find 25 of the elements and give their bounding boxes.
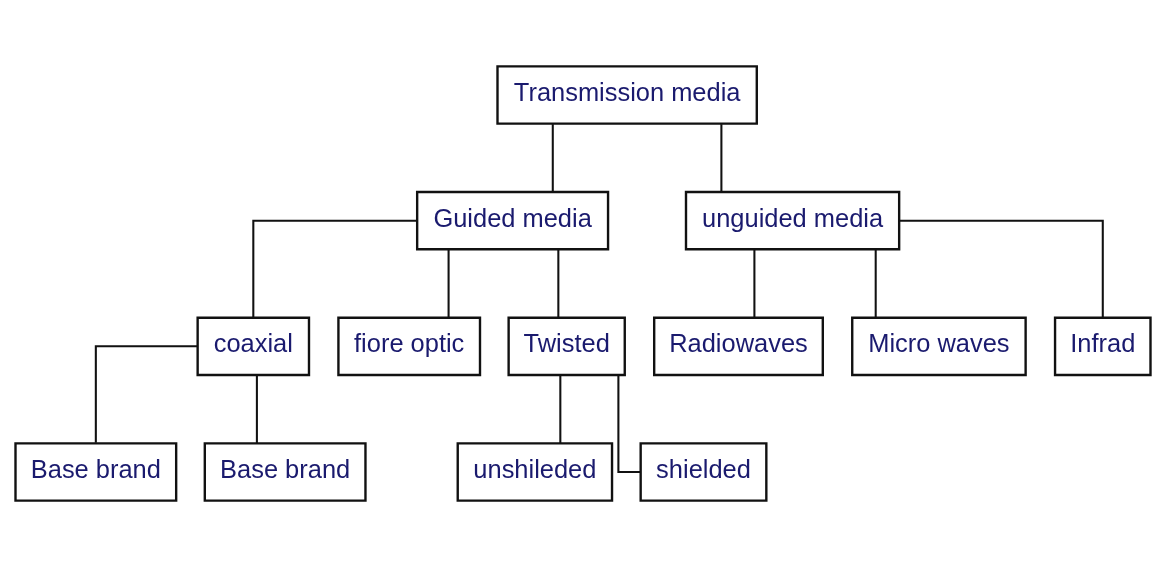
connector bbox=[753, 249, 756, 317]
node-box: Micro waves bbox=[851, 316, 1027, 376]
connector bbox=[899, 219, 1104, 317]
node-box: unguided media bbox=[684, 190, 901, 250]
connector bbox=[720, 123, 723, 192]
node-box: Base brand bbox=[203, 441, 367, 502]
connector bbox=[447, 249, 450, 317]
node-box: Transmission media bbox=[496, 64, 758, 125]
node-box: Radiowaves bbox=[653, 316, 824, 376]
node-box: coaxial bbox=[196, 316, 311, 376]
node-box: unshileded bbox=[456, 441, 614, 502]
node-box: Base brand bbox=[14, 441, 178, 502]
connector bbox=[874, 249, 877, 317]
connector bbox=[557, 249, 560, 317]
node-box: shielded bbox=[639, 441, 768, 502]
connector bbox=[551, 123, 554, 192]
connector bbox=[559, 375, 562, 443]
node-box: Twisted bbox=[507, 316, 626, 376]
connector bbox=[94, 344, 198, 443]
connector bbox=[252, 219, 417, 317]
node-box: fiore optic bbox=[337, 316, 482, 376]
node-box: Infrad bbox=[1053, 316, 1152, 376]
node-box: Guided media bbox=[415, 190, 610, 250]
connector bbox=[617, 375, 641, 473]
connector bbox=[255, 375, 258, 443]
